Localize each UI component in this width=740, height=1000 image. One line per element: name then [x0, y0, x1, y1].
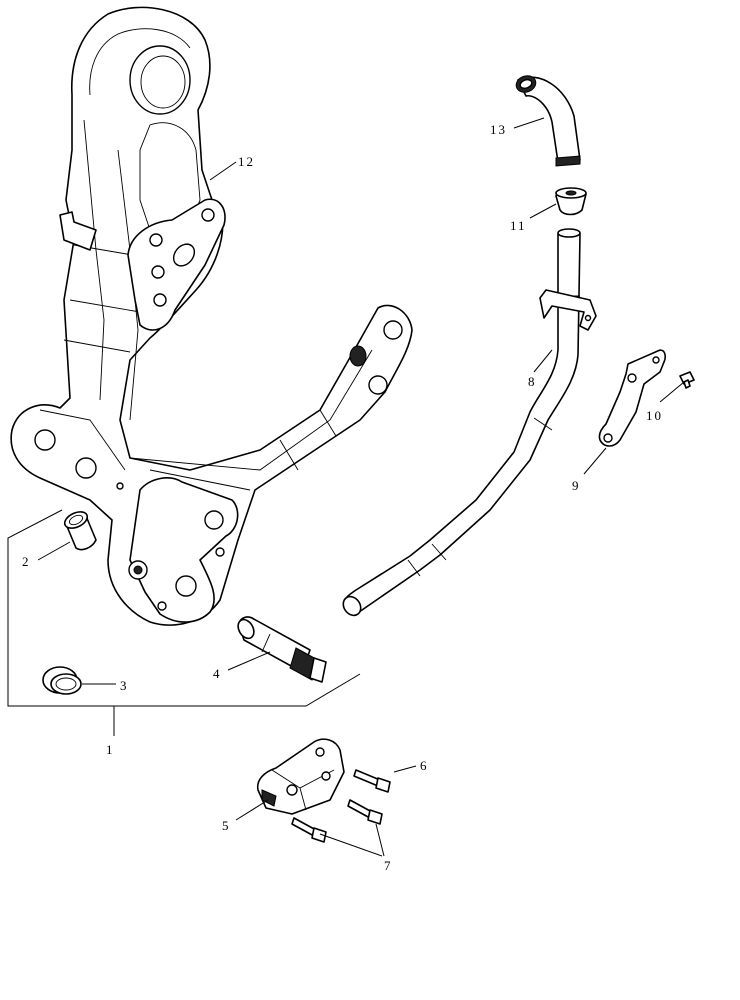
leader-lines — [37, 117, 685, 857]
assembly-bracket-item-1 — [7, 509, 361, 707]
callout-4: 4 — [213, 666, 222, 681]
callout-labels: 1 2 3 4 5 6 7 8 9 10 11 13 12 — [22, 122, 663, 873]
callout-11: 11 — [510, 218, 527, 233]
lift-arm-part-12 — [10, 6, 413, 626]
pin-sensor-part-4 — [237, 616, 327, 683]
hose-elbow-part-13 — [515, 75, 581, 167]
callout-8: 8 — [528, 374, 537, 389]
callout-10: 10 — [646, 408, 663, 423]
callout-9: 9 — [572, 478, 581, 493]
callout-2: 2 — [22, 554, 31, 569]
callout-5: 5 — [222, 818, 231, 833]
pipe-part-8 — [342, 228, 597, 617]
callout-12: 12 — [238, 154, 255, 169]
bushing-part-2 — [63, 511, 97, 551]
plate-part-9 — [598, 349, 666, 447]
grommet-part-11 — [555, 187, 587, 216]
clamp-block-part-5 — [256, 738, 345, 815]
callout-1: 1 — [106, 742, 115, 757]
screw-part-10 — [679, 371, 695, 389]
flanged-bushing-part-3 — [42, 666, 82, 695]
callout-6: 6 — [420, 758, 429, 773]
bolt-part-7a — [347, 799, 383, 825]
bolt-part-7b — [291, 817, 327, 843]
bolt-part-6 — [353, 769, 391, 793]
callout-3: 3 — [120, 678, 129, 693]
callout-12-13: 13 — [490, 122, 507, 137]
callout-7: 7 — [384, 858, 393, 873]
